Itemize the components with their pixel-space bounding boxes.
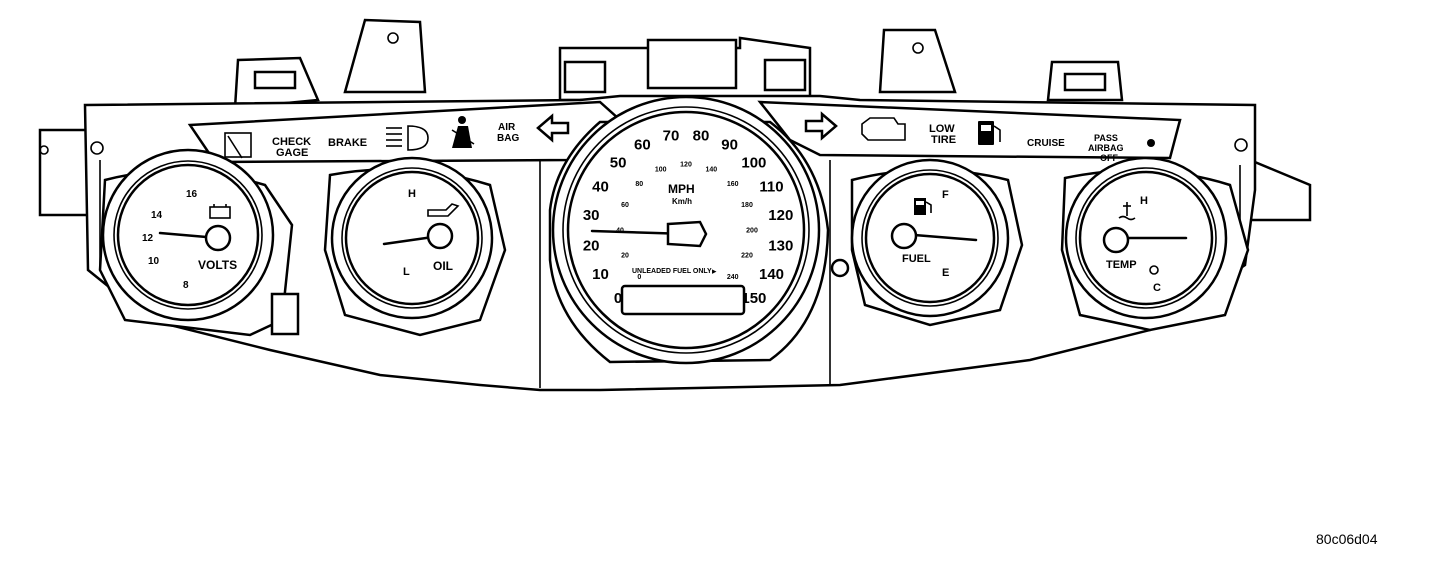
mph-tick-80: 80	[693, 127, 710, 144]
mph-tick-30: 30	[583, 207, 600, 224]
volts-tick-12: 12	[142, 233, 154, 244]
volts-gauge: 16 14 12 10 8 VOLTS	[98, 148, 300, 337]
mph-tick-150: 150	[741, 290, 766, 307]
temp-hot-label: H	[1140, 195, 1148, 207]
mph-tick-10: 10	[592, 266, 609, 283]
mph-tick-40: 40	[592, 179, 609, 196]
odometer-display	[620, 284, 746, 316]
kmh-tick-100: 100	[655, 167, 667, 174]
oil-can-icon	[427, 203, 460, 217]
cruise-label: CRUISE	[1027, 138, 1065, 149]
kmh-tick-240: 240	[727, 274, 739, 281]
mph-tick-120: 120	[768, 207, 793, 224]
kmh-tick-160: 160	[727, 181, 739, 188]
volts-tick-8: 8	[183, 280, 189, 291]
fuel-full-label: F	[942, 189, 949, 201]
mph-tick-110: 110	[759, 179, 783, 196]
indicator-dot-icon	[1147, 139, 1155, 147]
mph-tick-130: 130	[768, 237, 793, 254]
left-turn-arrow-icon	[536, 113, 570, 143]
fuel-pump-icon	[978, 121, 1001, 145]
kmh-tick-120: 120	[680, 161, 692, 168]
mph-tick-140: 140	[759, 266, 784, 283]
temp-cold-label: C	[1153, 282, 1161, 294]
kmh-tick-220: 220	[741, 253, 753, 260]
fuel-gauge-pump-icon	[914, 198, 932, 215]
kmh-tick-80: 80	[635, 181, 643, 188]
seatbelt-icon	[451, 116, 475, 148]
mph-tick-100: 100	[741, 154, 766, 171]
air-bag-label-2: BAG	[497, 133, 519, 144]
fuel-empty-label: E	[942, 267, 949, 279]
mph-label: MPH	[668, 182, 695, 196]
kmh-tick-180: 180	[741, 202, 753, 209]
volts-label: VOLTS	[198, 258, 237, 272]
pass-airbag-off-label-2: AIRBAG	[1088, 143, 1124, 153]
kmh-tick-60: 60	[621, 202, 629, 209]
fuel-gauge: F E FUEL	[830, 158, 1024, 327]
temp-label: TEMP	[1106, 259, 1137, 271]
temp-gauge: H C TEMP	[1060, 156, 1250, 332]
check-gage-label-2: GAGE	[276, 147, 308, 159]
brake-label: BRAKE	[328, 137, 367, 149]
volts-tick-10: 10	[148, 256, 160, 267]
mph-tick-90: 90	[721, 137, 738, 154]
fuel-note: UNLEADED FUEL ONLY	[632, 268, 712, 275]
mph-tick-50: 50	[610, 154, 627, 171]
check-engine-icon	[861, 117, 906, 141]
kmh-label: Km/h	[672, 197, 692, 206]
kmh-tick-0: 0	[637, 274, 641, 281]
mph-tick-20: 20	[583, 237, 600, 254]
volts-tick-14: 14	[151, 210, 163, 221]
coolant-temp-icon	[1118, 202, 1136, 221]
battery-icon	[209, 204, 231, 219]
oil-label: OIL	[433, 259, 453, 273]
fuel-label: FUEL	[902, 253, 931, 265]
door-ajar-icon	[224, 132, 252, 159]
kmh-tick-140: 140	[705, 167, 717, 174]
check-gage-label-1: CHECK	[272, 136, 311, 148]
kmh-tick-200: 200	[746, 227, 758, 234]
oil-gauge: H L OIL	[323, 156, 507, 337]
air-bag-label-1: AIR	[498, 122, 516, 133]
pass-airbag-off-label-3: OFF	[1100, 153, 1118, 163]
mph-tick-60: 60	[634, 137, 651, 154]
kmh-tick-20: 20	[621, 253, 629, 260]
mph-tick-70: 70	[663, 127, 680, 144]
low-tire-label-2: TIRE	[931, 134, 956, 146]
pass-airbag-off-label-1: PASS	[1094, 133, 1118, 143]
volts-tick-16: 16	[186, 189, 198, 200]
fuel-note-marker: ▸	[712, 266, 717, 276]
right-turn-arrow-icon	[804, 111, 838, 141]
top-brackets	[38, 18, 1312, 222]
low-tire-label-1: LOW	[929, 123, 955, 135]
oil-low-label: L	[403, 266, 410, 278]
oil-high-label: H	[408, 188, 416, 200]
high-beam-icon	[386, 125, 429, 151]
figure-code: 80c06d04	[1316, 531, 1378, 547]
mph-tick-0: 0	[614, 290, 622, 307]
